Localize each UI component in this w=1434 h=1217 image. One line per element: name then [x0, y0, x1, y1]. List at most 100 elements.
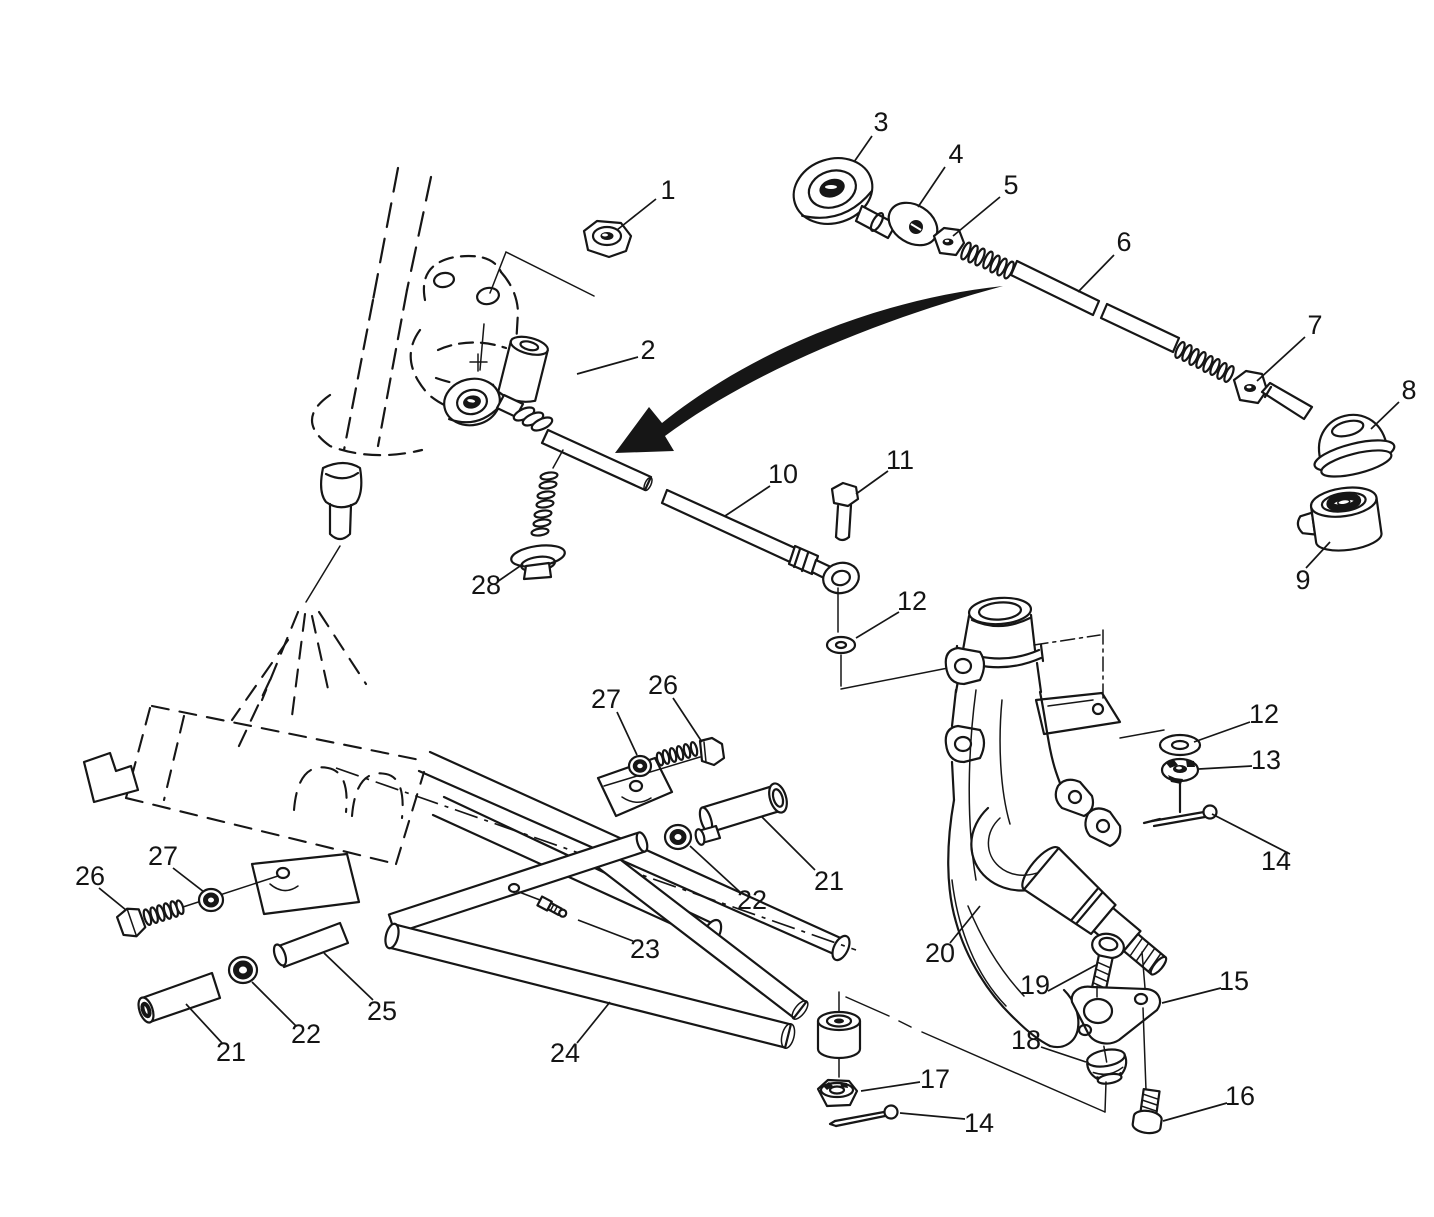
a-arm-part24 — [384, 831, 809, 1049]
bushing-part9 — [1296, 486, 1383, 552]
leader-line — [952, 196, 1001, 237]
outer-tie-rod-end-part3 — [792, 157, 898, 240]
part-number-25: 25 — [367, 996, 397, 1026]
leader-line — [853, 135, 873, 163]
leader-line — [860, 1081, 921, 1092]
bolt-part26-rear — [655, 736, 726, 767]
leader-line — [899, 1112, 966, 1120]
steering-post — [305, 166, 433, 603]
leader-line — [577, 919, 634, 942]
part-number-26: 26 — [648, 670, 678, 700]
frame-rails — [82, 750, 857, 962]
inner-tie-rod-end — [443, 377, 653, 492]
leader-line — [917, 166, 946, 208]
steering-arm-bracket — [311, 250, 595, 457]
leader-line — [251, 981, 297, 1027]
tie-rod-end-boot-part8 — [1260, 381, 1396, 478]
leader-line — [672, 697, 703, 743]
leader-line — [1256, 336, 1306, 382]
sleeve-part21-front — [137, 971, 222, 1024]
jam-nut-part5 — [932, 226, 966, 257]
part-number-22: 22 — [737, 885, 767, 915]
part-number-6: 6 — [1116, 227, 1131, 257]
part-number-10: 10 — [768, 459, 798, 489]
leader-line — [576, 356, 639, 375]
part-number-15: 15 — [1219, 966, 1249, 996]
part-number-1: 1 — [660, 175, 675, 205]
leader-line — [185, 1003, 223, 1044]
part-number-4: 4 — [948, 139, 963, 169]
washer-part27-rear — [627, 754, 653, 778]
rear-pivot-mount — [596, 736, 788, 851]
leader-line — [1370, 401, 1400, 430]
leader-line — [1047, 964, 1097, 992]
frame-dashed-structure — [124, 610, 426, 866]
leader-line — [855, 611, 900, 639]
leader-line — [98, 887, 127, 911]
leader-line — [1077, 254, 1115, 293]
assembly-direction-arrow — [615, 286, 1003, 453]
part-number-18: 18 — [1011, 1025, 1041, 1055]
leader-line — [1040, 1046, 1087, 1063]
part-number-21: 21 — [814, 866, 844, 896]
spindle-washer-part12 — [1158, 733, 1202, 757]
part-number-9: 9 — [1295, 565, 1310, 595]
part-number-27: 27 — [591, 684, 621, 714]
tie-rod-part10 — [660, 488, 949, 690]
part-number-3: 3 — [873, 107, 888, 137]
part-number-12: 12 — [1249, 699, 1279, 729]
leader-line — [1198, 765, 1253, 770]
leader-line — [616, 198, 657, 231]
leader-line — [1305, 541, 1331, 569]
part-number-19: 19 — [1020, 970, 1050, 1000]
part-number-20: 20 — [925, 938, 955, 968]
leader-line — [496, 563, 524, 583]
leader-line — [1162, 1102, 1228, 1122]
clamp-part4 — [887, 201, 939, 247]
steering-knuckle-part20 — [944, 596, 1168, 1049]
leader-line — [949, 905, 981, 944]
part-number-24: 24 — [550, 1038, 580, 1068]
part-number-28: 28 — [471, 570, 501, 600]
spacer-bushing-part2 — [497, 335, 549, 403]
bolt-part28 — [510, 449, 566, 581]
part-number-27: 27 — [148, 841, 178, 871]
bolt-part16 — [1131, 1007, 1163, 1135]
leader-line — [724, 485, 771, 517]
part-number-14: 14 — [1261, 846, 1291, 876]
part-number-17: 17 — [920, 1064, 950, 1094]
part-number-8: 8 — [1401, 375, 1416, 405]
part-number-26: 26 — [75, 861, 105, 891]
part-number-12: 12 — [897, 586, 927, 616]
leader-line — [616, 711, 638, 756]
bolt-part11 — [830, 481, 860, 542]
leader-line — [761, 816, 816, 871]
leader-line — [1193, 721, 1251, 743]
sleeve-part21-rear — [698, 782, 788, 834]
front-pivot-mount — [115, 852, 361, 1024]
part-number-22: 22 — [291, 1019, 321, 1049]
leader-line — [576, 1001, 611, 1044]
stopper-plate-part15 — [1070, 951, 1162, 1045]
part-number-23: 23 — [630, 934, 660, 964]
leader-line — [689, 845, 741, 893]
leader-line — [1161, 987, 1222, 1004]
washer-part22-rear — [663, 823, 693, 851]
castle-nut-part17 — [816, 1078, 859, 1108]
leader-line — [1211, 813, 1291, 855]
part-number-2: 2 — [640, 335, 655, 365]
cotter-pin-part14-right — [1142, 781, 1218, 828]
part-number-5: 5 — [1003, 170, 1018, 200]
part-number-13: 13 — [1251, 745, 1281, 775]
tube-end-rear — [694, 824, 722, 846]
cotter-pin-part14-bottom — [828, 1104, 899, 1128]
grease-fitting-part23 — [536, 895, 568, 918]
washer-part27-front — [197, 887, 225, 913]
part-number-11: 11 — [886, 445, 914, 475]
bolt-part26-front — [115, 899, 185, 938]
ball-joint-housing-apex — [816, 991, 1106, 1128]
part-number-16: 16 — [1225, 1081, 1255, 1111]
